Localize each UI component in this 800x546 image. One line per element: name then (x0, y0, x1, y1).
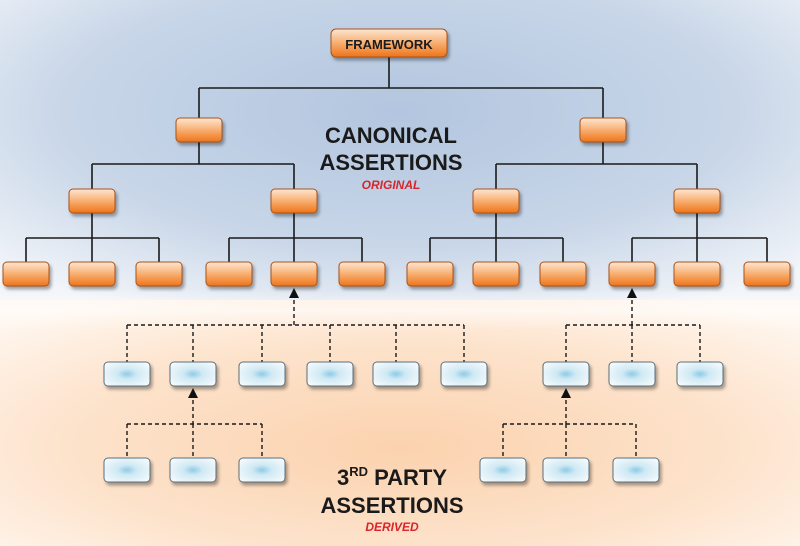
canonical-node[interactable] (539, 261, 587, 287)
canonical-node[interactable] (743, 261, 791, 287)
canonical-node[interactable] (205, 261, 253, 287)
derived-background (0, 300, 800, 546)
third-party-title-line1: 3RD PARTY (337, 464, 447, 490)
canonical-node[interactable] (270, 261, 318, 287)
framework-label: FRAMEWORK (345, 37, 433, 52)
derived-connectors (126, 300, 701, 458)
canonical-node[interactable] (270, 188, 318, 214)
derived-node[interactable] (608, 361, 656, 387)
background-blend (0, 290, 800, 330)
canonical-node[interactable] (2, 261, 50, 287)
derived-node[interactable] (479, 457, 527, 483)
canonical-node[interactable] (673, 261, 721, 287)
framework-node[interactable]: FRAMEWORK (330, 28, 448, 58)
derived-node[interactable] (306, 361, 354, 387)
canonical-title-line2: ASSERTIONS (319, 150, 462, 175)
third-party-title-line2: ASSERTIONS (320, 493, 463, 518)
third-party-party: PARTY (368, 465, 447, 490)
arrowhead (289, 288, 299, 298)
canonical-connectors (25, 57, 768, 262)
canonical-node[interactable] (472, 188, 520, 214)
derived-node[interactable] (169, 457, 217, 483)
canonical-title-line1: CANONICAL (325, 123, 457, 148)
canonical-subtitle: ORIGINAL (362, 178, 421, 192)
derived-node[interactable] (440, 361, 488, 387)
canonical-node[interactable] (608, 261, 656, 287)
derived-node[interactable] (372, 361, 420, 387)
canonical-node[interactable] (68, 188, 116, 214)
derived-node[interactable] (238, 361, 286, 387)
canonical-node[interactable] (406, 261, 454, 287)
derived-node[interactable] (169, 361, 217, 387)
derived-node[interactable] (238, 457, 286, 483)
derived-node[interactable] (103, 361, 151, 387)
canonical-node[interactable] (338, 261, 386, 287)
canonical-node[interactable] (472, 261, 520, 287)
canonical-node[interactable] (135, 261, 183, 287)
third-party-subtitle: DERIVED (365, 520, 419, 534)
arrowhead (561, 388, 571, 398)
arrowheads (188, 288, 637, 398)
arrowhead (188, 388, 198, 398)
canonical-node[interactable] (68, 261, 116, 287)
derived-node[interactable] (676, 361, 724, 387)
arrowhead (627, 288, 637, 298)
derived-node[interactable] (612, 457, 660, 483)
canonical-node[interactable] (175, 117, 223, 143)
third-party-superscript: RD (349, 464, 368, 479)
third-party-number: 3 (337, 465, 349, 490)
canonical-node[interactable] (673, 188, 721, 214)
canonical-node[interactable] (579, 117, 627, 143)
derived-node[interactable] (542, 361, 590, 387)
derived-node[interactable] (542, 457, 590, 483)
derived-node[interactable] (103, 457, 151, 483)
